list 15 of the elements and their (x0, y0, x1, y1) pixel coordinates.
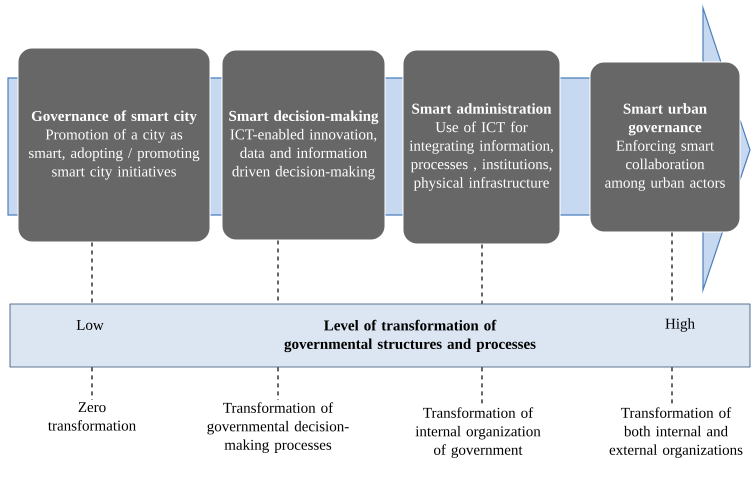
dashed-connector (481, 244, 483, 304)
level-text: Transformation of internal organization of government (416, 407, 541, 458)
dashed-connector (91, 367, 93, 400)
scale-bar: Low Level of transformation of governmental structures and processes High (10, 304, 750, 368)
process-box: Smart administration Use of ICT for integrating information, processes , institutions, physical infrastructure (402, 50, 560, 244)
level-text: Transformation of both internal and external organizations (610, 407, 742, 458)
process-box: Governance of smart city Promotion of a city as smart, adopting / promoting smart city initiatives (18, 48, 210, 242)
dashed-connector (671, 367, 673, 405)
dashed-connector (481, 367, 483, 405)
level-text: Zero transformation (48, 402, 136, 431)
level-text: Transformation of governmental decision-making processes (207, 402, 349, 453)
dashed-connector (277, 367, 279, 400)
process-box: Smart decision-making ICT-enabled innovation, data and information driven decision-making (222, 50, 386, 240)
process-box: Smart urban governance Enforcing smart collaboration among urban actors (590, 62, 740, 232)
dashed-connector (91, 242, 93, 304)
